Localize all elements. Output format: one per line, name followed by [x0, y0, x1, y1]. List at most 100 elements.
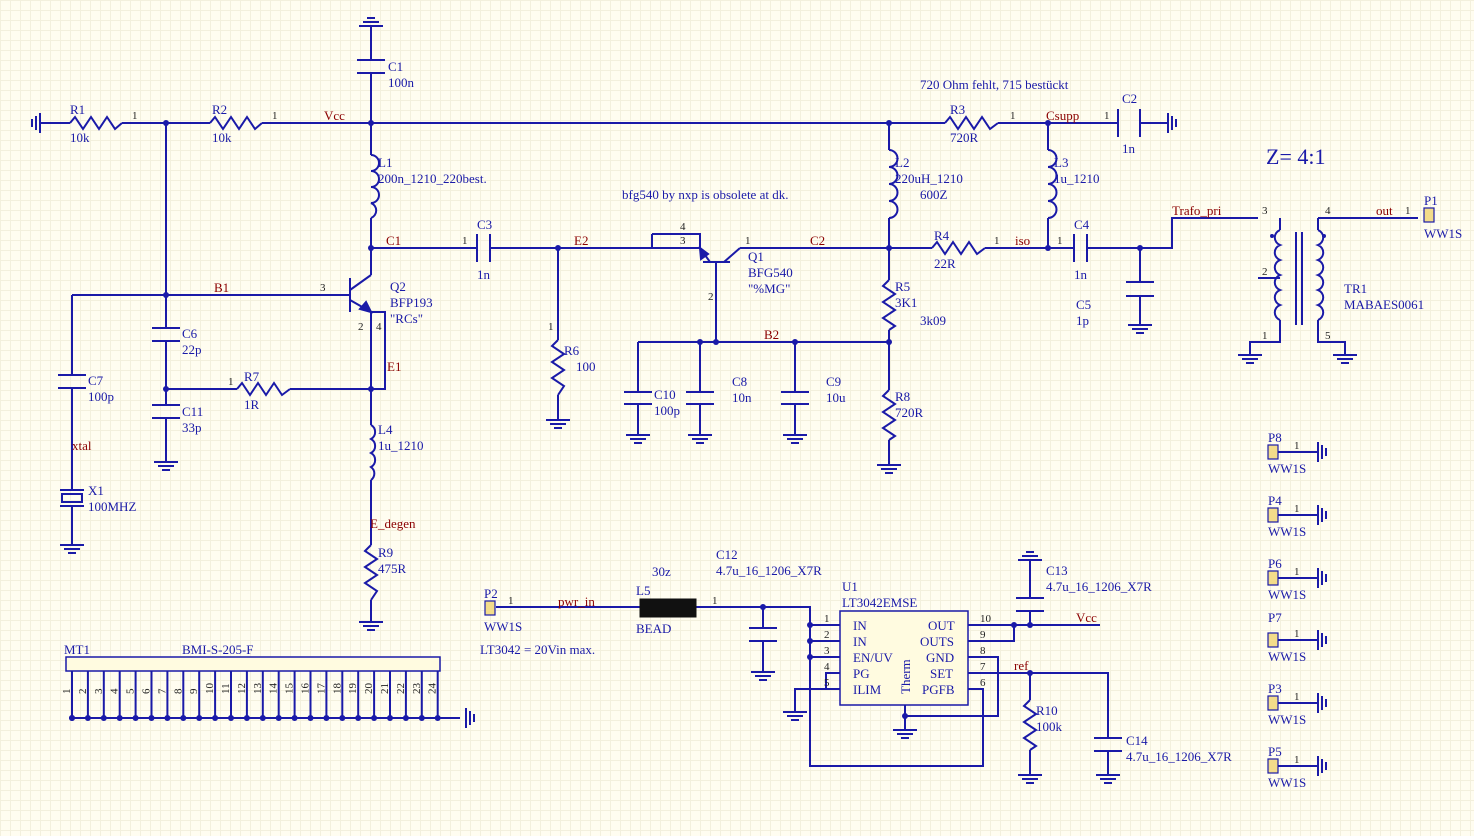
mt1-pin-number: 19 — [347, 683, 359, 695]
l5-extra: 30z — [652, 564, 671, 579]
svg-text:1: 1 — [1057, 235, 1063, 247]
r9-ref: R9 — [378, 545, 393, 560]
mt1-pin-dot — [355, 715, 362, 721]
c10-value: 100p — [654, 403, 680, 418]
mt1-pin-dot — [418, 715, 425, 721]
net-labels: Vcc Csupp C1 E2 C2 iso Trafo_pri out B1 … — [72, 108, 1393, 673]
regulator-u1 — [826, 610, 969, 706]
net-b2: B2 — [764, 327, 779, 342]
l5-value: BEAD — [636, 621, 671, 636]
wires — [40, 26, 1418, 775]
q1-ref: Q1 — [748, 249, 764, 264]
r8-ref: R8 — [895, 389, 910, 404]
mt1-pin-dot — [434, 715, 441, 721]
mt1-pin-number: 21 — [379, 683, 391, 694]
mt1-pin-dot — [402, 715, 409, 721]
r7-ref: R7 — [244, 369, 260, 384]
mt1-pin-number: 22 — [395, 683, 407, 694]
mt1-pin-dot — [196, 715, 203, 721]
transistor-q1 — [698, 245, 741, 270]
r3-value: 720R — [950, 130, 979, 145]
c8-value: 10n — [732, 390, 752, 405]
r1-ref: R1 — [70, 102, 85, 117]
p8-ref: P8 — [1268, 430, 1282, 445]
mt1-pin-dot — [291, 715, 298, 721]
mt1-value: BMI-S-205-F — [182, 642, 254, 657]
inductors — [368, 149, 1058, 618]
svg-text:4: 4 — [680, 221, 686, 233]
mt1-pin-dot — [259, 715, 266, 721]
net-out: out — [1376, 203, 1393, 218]
svg-text:6: 6 — [980, 677, 986, 689]
c10-ref: C10 — [654, 387, 676, 402]
c5-ref: C5 — [1076, 297, 1091, 312]
mt1-pin-number: 18 — [331, 683, 343, 695]
svg-text:2: 2 — [358, 321, 364, 333]
mt1-pin-dot — [132, 715, 139, 721]
junctions — [69, 120, 1143, 721]
r2-ref: R2 — [212, 102, 227, 117]
c7-value: 100p — [88, 389, 114, 404]
svg-text:4: 4 — [824, 661, 830, 673]
svg-text:2: 2 — [708, 291, 714, 303]
mt1-pin-number: 8 — [172, 688, 184, 694]
mt1-pin-number: 3 — [93, 688, 105, 694]
p2-ref: P2 — [484, 586, 498, 601]
l3-value: 1u_1210 — [1054, 171, 1100, 186]
p4-ref: P4 — [1268, 493, 1282, 508]
c7-ref: C7 — [88, 373, 104, 388]
u1-pin-gnd: GND — [926, 650, 954, 665]
p8-value: WW1S — [1268, 461, 1306, 476]
u1-pin-outs: OUTS — [920, 634, 954, 649]
svg-text:1: 1 — [228, 376, 234, 388]
svg-text:1: 1 — [1104, 110, 1110, 122]
net-c2: C2 — [810, 233, 825, 248]
capacitors — [58, 59, 1154, 752]
r10-ref: R10 — [1036, 703, 1058, 718]
mt1-pin-number: 5 — [125, 688, 137, 694]
l1-ref: L1 — [378, 155, 392, 170]
notes: 720 Ohm fehlt, 715 bestückt bfg540 by nx… — [480, 77, 1325, 657]
ohm-note: 720 Ohm fehlt, 715 bestückt — [920, 77, 1069, 92]
net-csupp: Csupp — [1046, 108, 1079, 123]
svg-text:2: 2 — [824, 629, 830, 641]
pin-numbers: 1 1 1 1 1 1 1 4 3 1 2 3 2 4 1 1 3 2 1 4 … — [132, 110, 1411, 766]
svg-text:3: 3 — [320, 282, 326, 294]
mt1-pin-dot — [116, 715, 123, 721]
transistor-q2 — [349, 274, 373, 314]
lt-note: LT3042 = 20Vin max. — [480, 642, 595, 657]
mt1-pin-dot — [228, 715, 234, 721]
mt1-pin-number: 4 — [109, 688, 121, 694]
ports — [484, 207, 1435, 774]
svg-text:1: 1 — [1294, 503, 1300, 515]
mt1-pin-number: 6 — [141, 688, 153, 694]
mt1-pin-number: 16 — [300, 683, 312, 695]
mt1-pin-number: 24 — [427, 683, 439, 695]
u1-pin-set: SET — [930, 666, 953, 681]
net-pwr-in: pwr_in — [558, 594, 595, 609]
mt1-pin-dot — [323, 715, 330, 721]
svg-text:1: 1 — [994, 235, 1000, 247]
mt1-pin-dot — [212, 715, 219, 721]
r4-value: 22R — [934, 256, 956, 271]
u1-ref: U1 — [842, 579, 858, 594]
q1-value: BFG540 — [748, 265, 793, 280]
net-c1: C1 — [386, 233, 401, 248]
p4-value: WW1S — [1268, 524, 1306, 539]
mt1-pin-dot — [180, 715, 187, 721]
svg-text:1: 1 — [132, 110, 138, 122]
c11-ref: C11 — [182, 404, 203, 419]
r3-ref: R3 — [950, 102, 965, 117]
u1-pin-out: OUT — [928, 618, 955, 633]
r2-value: 10k — [212, 130, 232, 145]
c14-value: 4.7u_16_1206_X7R — [1126, 749, 1232, 764]
bfg-note: bfg540 by nxp is obsolete at dk. — [622, 187, 788, 202]
mt1-pin-number: 12 — [236, 683, 248, 694]
svg-text:1: 1 — [1294, 691, 1300, 703]
svg-text:1: 1 — [1294, 754, 1300, 766]
mt1-pin-dot — [148, 715, 155, 721]
svg-text:1: 1 — [462, 235, 468, 247]
svg-text:1: 1 — [272, 110, 278, 122]
